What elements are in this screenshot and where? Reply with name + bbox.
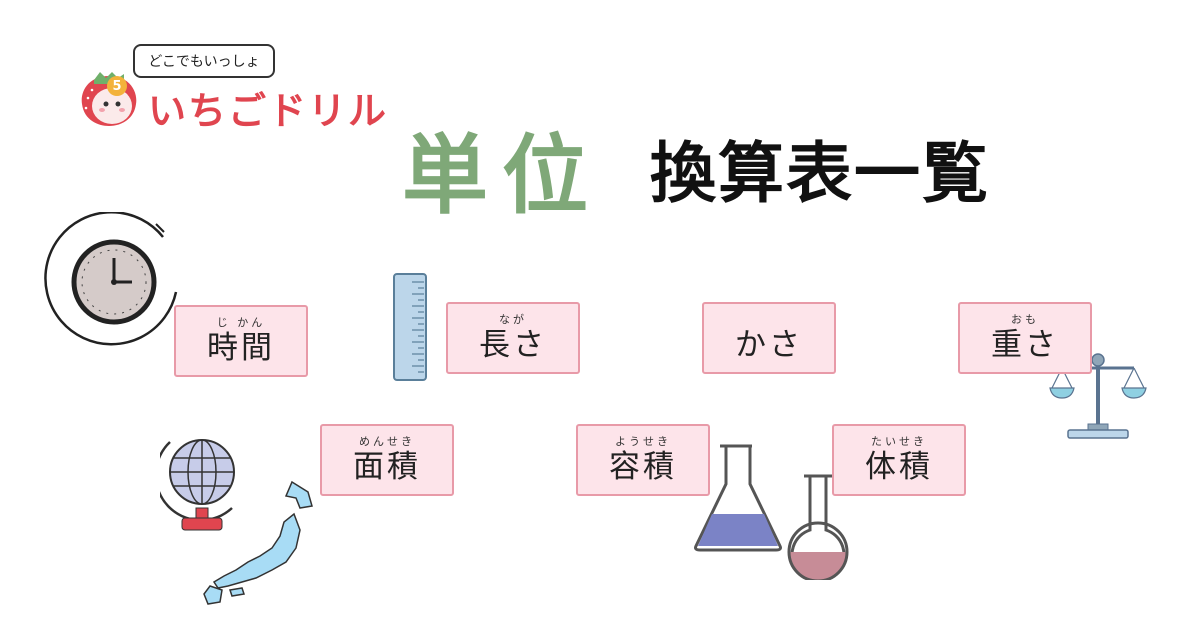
logo-badge: 5 — [107, 76, 127, 96]
logo-tagline: どこでもいっしょ — [133, 44, 275, 78]
card-word: 体積 — [865, 449, 933, 485]
card-ruby: ようせき — [615, 435, 671, 448]
ruler-icon — [392, 272, 428, 382]
card-word: 面積 — [353, 449, 421, 485]
card-solid-volume[interactable]: たいせき 体積 — [832, 424, 966, 496]
card-ruby: じ かん — [216, 316, 266, 329]
logo-name: いちごドリル — [148, 89, 389, 133]
clock-icon — [38, 210, 188, 352]
card-time[interactable]: じ かん 時間 — [174, 305, 308, 377]
card-ruby: たいせき — [871, 435, 927, 448]
logo-badge-number: 5 — [112, 78, 122, 94]
card-word: かさ — [735, 327, 803, 363]
card-capacity[interactable]: ようせき 容積 — [576, 424, 710, 496]
scale-icon — [1048, 350, 1148, 442]
card-length[interactable]: なが 長さ — [446, 302, 580, 374]
card-word: 長さ — [479, 327, 547, 363]
title-highlight: 単位 — [402, 126, 602, 226]
flask-icon — [692, 440, 854, 583]
card-area[interactable]: めんせき 面積 — [320, 424, 454, 496]
card-ruby: なが — [499, 313, 527, 326]
title-rest: 換算表一覧 — [650, 135, 990, 212]
card-word: 時間 — [207, 330, 275, 366]
card-ruby: おも — [1011, 313, 1039, 326]
logo-tagline-text: どこでもいっしょ — [148, 54, 260, 70]
card-word: 重さ — [991, 327, 1059, 363]
card-word: 容積 — [609, 449, 677, 485]
globe-icon — [154, 428, 244, 536]
card-volume[interactable]: かさ — [702, 302, 836, 374]
japan-map-icon — [200, 478, 320, 608]
card-ruby: めんせき — [359, 435, 415, 448]
card-weight[interactable]: おも 重さ — [958, 302, 1092, 374]
